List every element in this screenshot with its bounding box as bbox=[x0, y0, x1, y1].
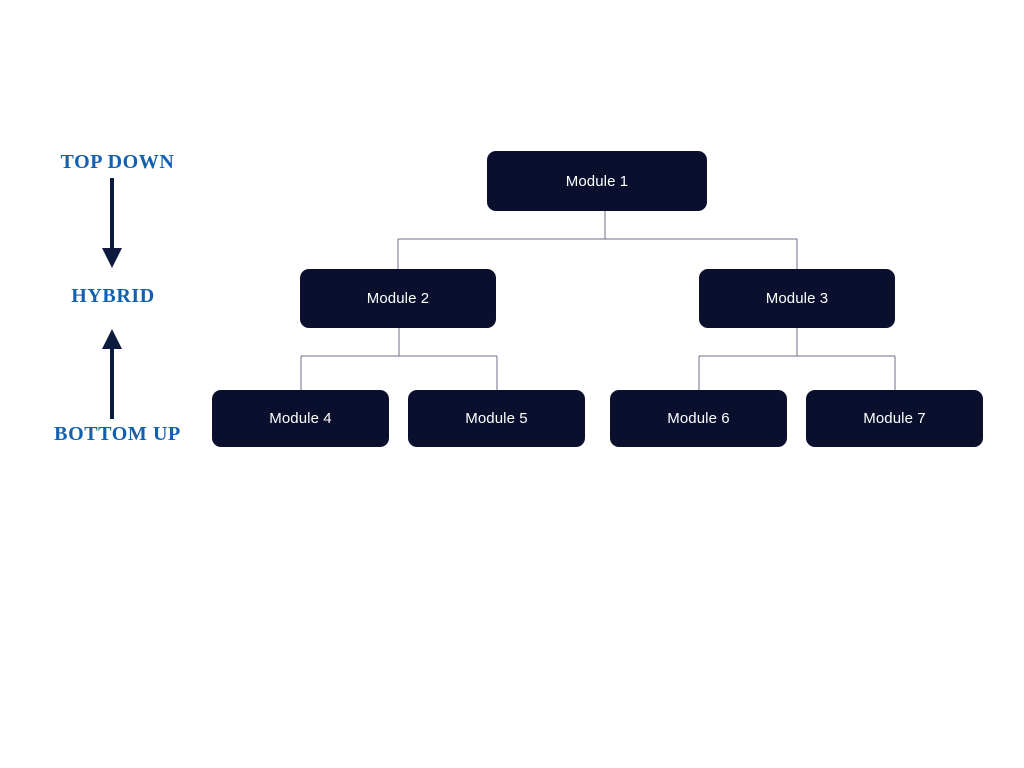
arrow-up-icon bbox=[102, 329, 122, 419]
tree-node-module-5[interactable]: Module 5 bbox=[408, 390, 585, 447]
legend-label-top-down: TOP DOWN bbox=[60, 151, 175, 173]
tree-node-module-4[interactable]: Module 4 bbox=[212, 390, 389, 447]
tree-node-module-7[interactable]: Module 7 bbox=[806, 390, 983, 447]
tree-node-module-2[interactable]: Module 2 bbox=[300, 269, 496, 328]
arrow-down-icon bbox=[102, 178, 122, 268]
legend-label-bottom-up: BOTTOM UP bbox=[54, 423, 181, 445]
tree-node-module-6[interactable]: Module 6 bbox=[610, 390, 787, 447]
tree-node-module-1[interactable]: Module 1 bbox=[487, 151, 707, 211]
tree-node-module-3[interactable]: Module 3 bbox=[699, 269, 895, 328]
legend-label-hybrid: HYBRID bbox=[71, 285, 155, 307]
